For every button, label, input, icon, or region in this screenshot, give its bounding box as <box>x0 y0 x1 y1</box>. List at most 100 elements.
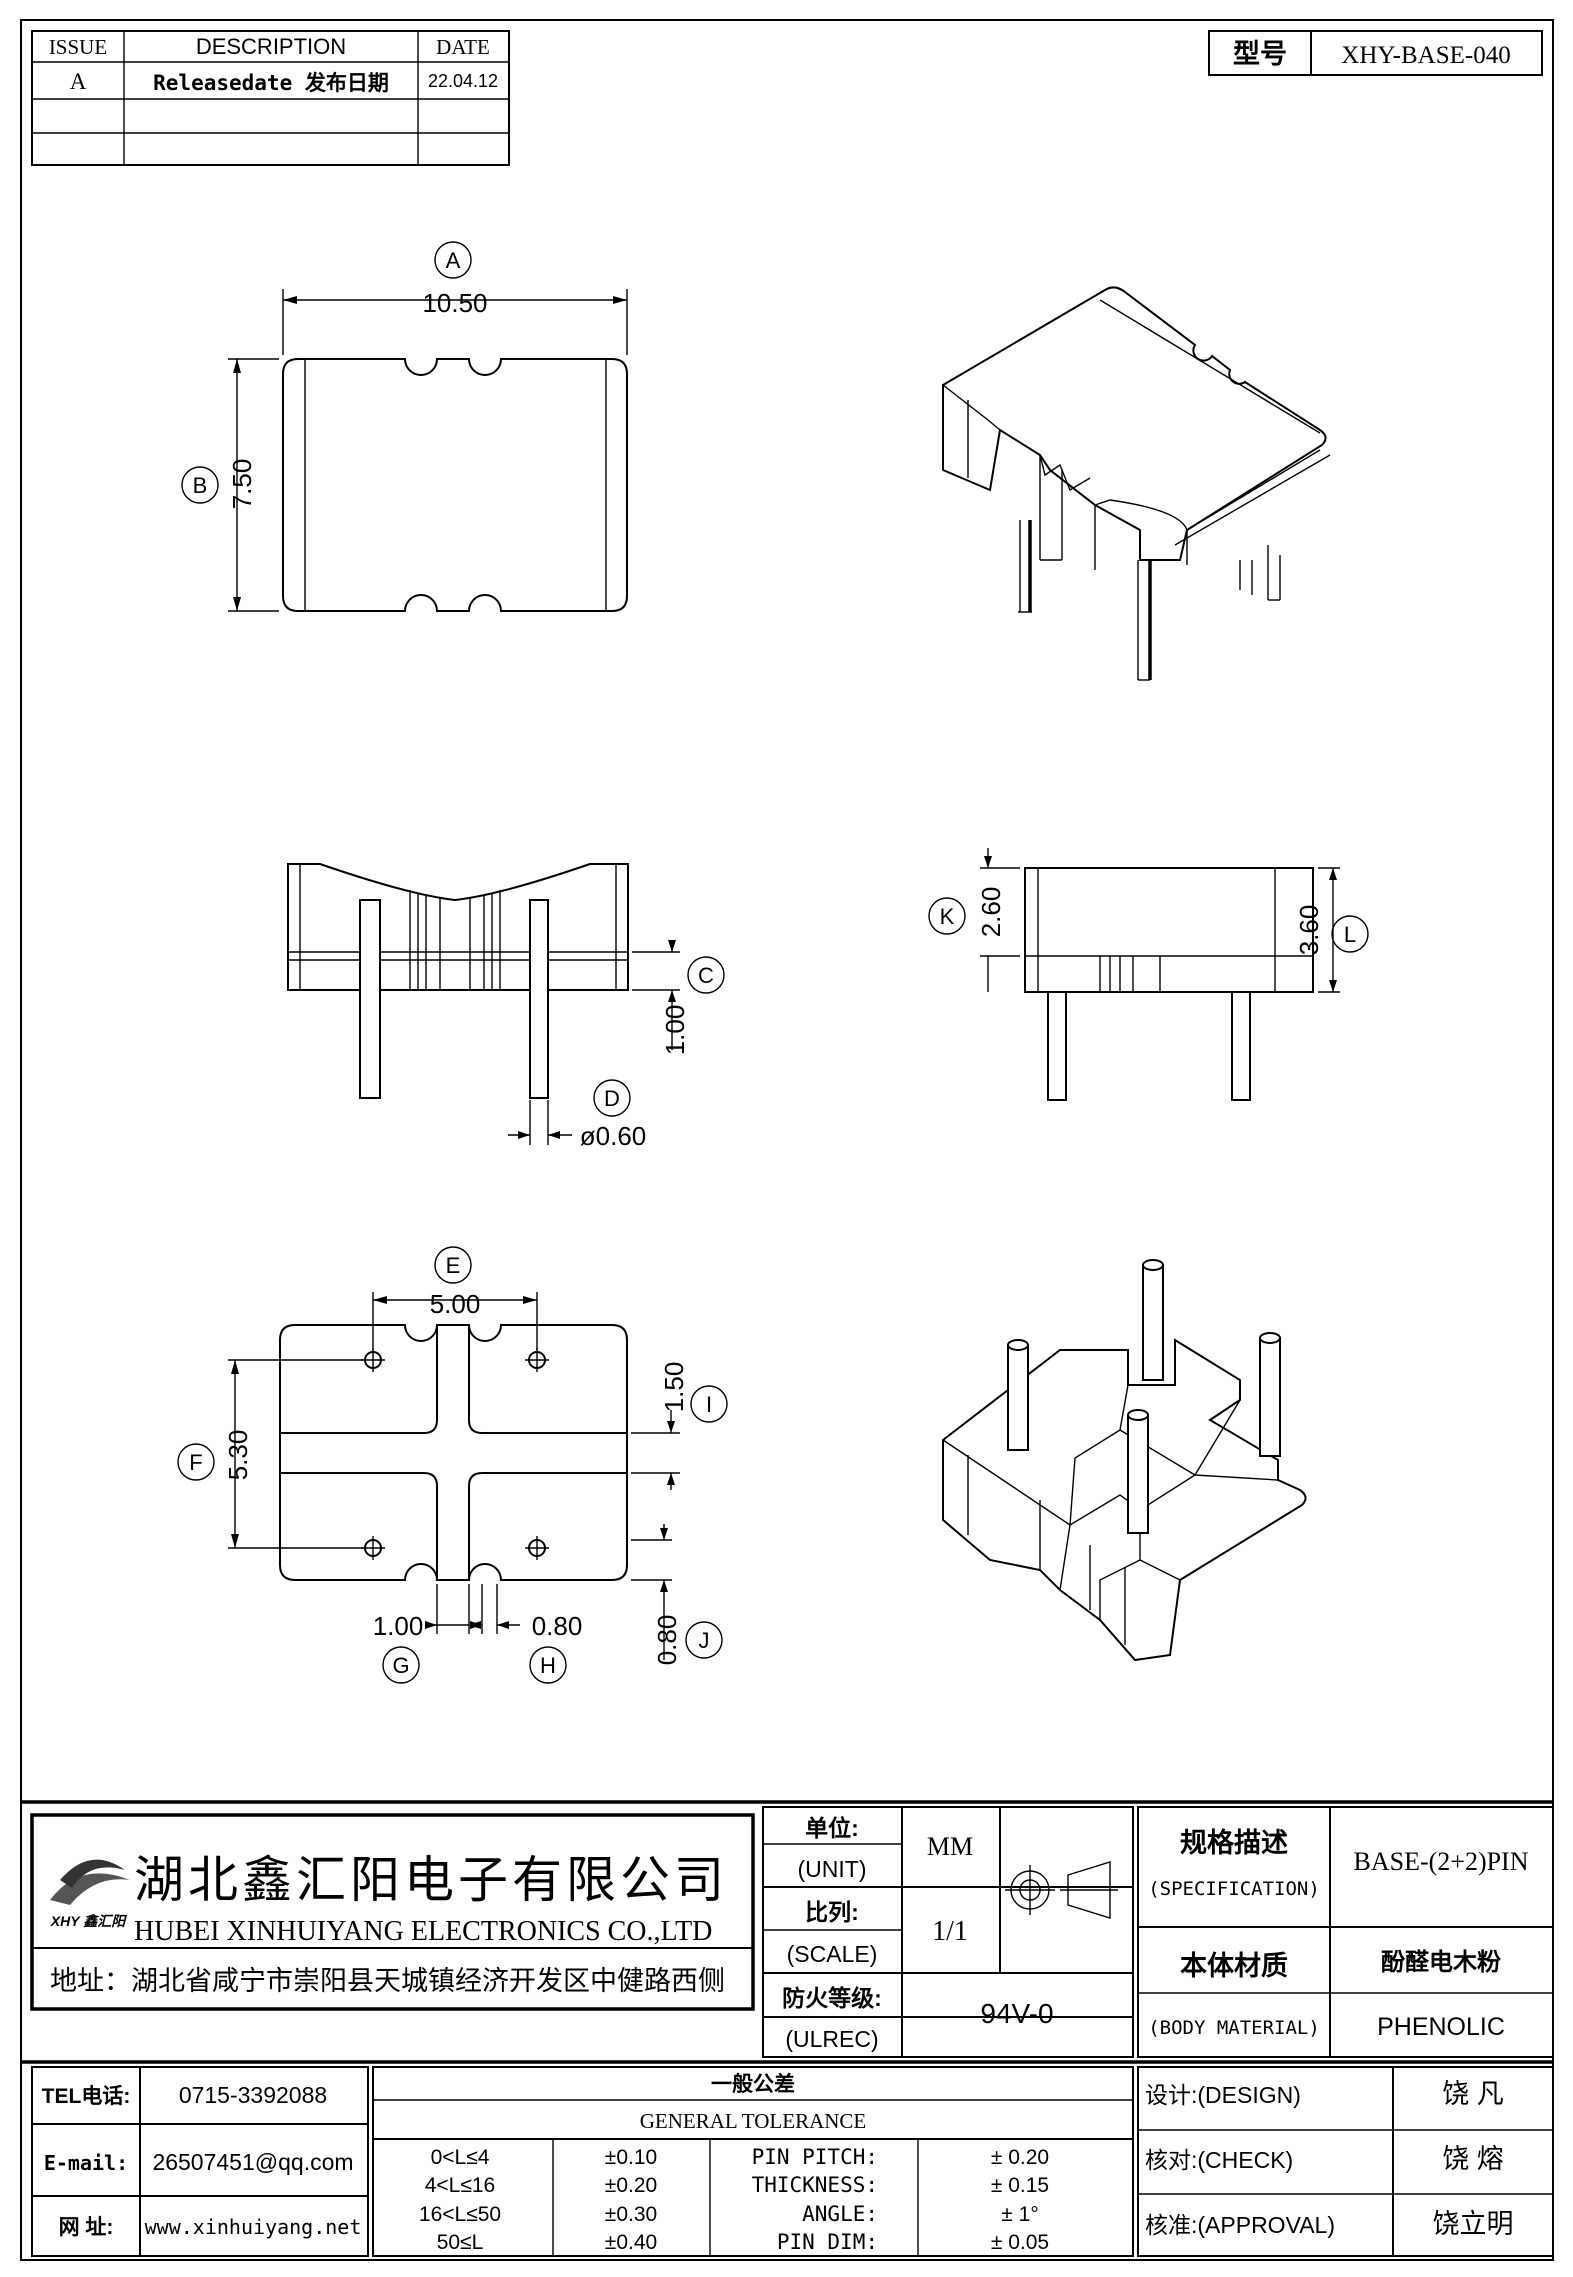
spec-label-cn: 规格描述 <box>1180 1828 1288 1858</box>
company-logo: XHY 鑫汇阳 <box>50 1859 130 1932</box>
material-label-cn: 本体材质 <box>1180 1951 1288 1981</box>
dim-b-value: 7.50 <box>227 459 257 510</box>
tolerance-title-en: GENERAL TOLERANCE <box>640 2109 867 2133</box>
check-label: 核对:(CHECK) <box>1145 2147 1293 2173</box>
tol-special-value: ± 1° <box>1001 2203 1038 2226</box>
tol-special-label: PIN DIM: <box>777 2230 878 2254</box>
projection-symbol-icon <box>1005 1861 1118 1919</box>
company-box: XHY 鑫汇阳 湖北鑫汇阳电子有限公司 HUBEI XINHUIYANG ELE… <box>30 1813 755 2011</box>
dim-c-value: 1.00 <box>660 1005 690 1056</box>
company-name-en: HUBEI XINHUIYANG ELECTRONICS CO.,LTD <box>134 1916 712 1947</box>
unit-label-en: (UNIT) <box>798 1856 867 1882</box>
fire-value: 94V-0 <box>980 1998 1053 2029</box>
model-value: XHY-BASE-040 <box>1341 42 1510 69</box>
tol-value: ±0.10 <box>605 2146 657 2169</box>
rev-row-issue: A <box>70 69 87 94</box>
approval-label: 核准:(APPROVAL) <box>1145 2212 1335 2238</box>
dim-j-value: 0.80 <box>652 1615 682 1666</box>
tol-value: ±0.40 <box>605 2231 657 2254</box>
check-name: 饶 熔 <box>1442 2144 1504 2174</box>
tel-value: 0715-3392088 <box>179 2082 327 2108</box>
revision-table: ISSUE DESCRIPTION DATE A Releasedate 发布日… <box>31 30 510 166</box>
tol-value: ±0.30 <box>605 2203 657 2226</box>
material-label-en: (BODY MATERIAL) <box>1148 2017 1320 2039</box>
tol-special-value: ± 0.05 <box>991 2231 1049 2254</box>
dim-f-value: 5.30 <box>223 1430 253 1481</box>
approval-name: 饶立明 <box>1433 2209 1514 2239</box>
tolerance-title-cn: 一般公差 <box>711 2072 795 2096</box>
dim-k-value: 2.60 <box>976 887 1006 938</box>
dim-g-tag: G <box>392 1653 409 1678</box>
iso-view-bottom <box>942 1259 1307 1662</box>
tol-range: 50≤L <box>437 2231 484 2254</box>
dim-g-value: 1.00 <box>373 1611 424 1641</box>
design-name: 饶 凡 <box>1442 2079 1504 2109</box>
design-label: 设计:(DESIGN) <box>1145 2082 1301 2108</box>
company-address: 地址：湖北省咸宁市崇阳县天城镇经济开发区中健路西侧 <box>50 1966 725 1996</box>
dim-l-value: 3.60 <box>1294 905 1324 956</box>
dim-b-tag: B <box>193 473 208 498</box>
model-box: 型号 XHY-BASE-040 <box>1208 30 1543 76</box>
sheet-border <box>20 19 1554 2261</box>
fire-label-cn: 防火等级: <box>782 1985 882 2011</box>
dim-i-value: 1.50 <box>659 1362 689 1413</box>
dim-e-tag: E <box>446 1253 461 1278</box>
tol-range: 4<L≤16 <box>425 2174 496 2197</box>
model-label: 型号 <box>1233 39 1287 69</box>
tol-special-label: PIN PITCH: <box>752 2145 878 2169</box>
rev-header-description: DESCRIPTION <box>196 34 346 59</box>
contact-block: TEL电话: 0715-3392088 E-mail: 26507451@qq.… <box>31 2066 369 2257</box>
spec-label-en: (SPECIFICATION) <box>1148 1878 1320 1900</box>
dim-f-tag: F <box>189 1450 202 1475</box>
rev-header-date: DATE <box>436 35 490 59</box>
tol-range: 0<L≤4 <box>431 2146 490 2169</box>
rev-row-date: 22.04.12 <box>428 71 498 91</box>
material-value-cn: 酚醛电木粉 <box>1381 1949 1501 1976</box>
dim-k-tag: K <box>940 904 955 929</box>
dim-a-tag: A <box>446 248 461 273</box>
unit-scale-block: 单位: (UNIT) MM 比列: (SCALE) 1/1 防火等级: <box>762 1806 1134 2018</box>
email-value: 26507451@qq.com <box>152 2149 353 2175</box>
spec-material-block: 规格描述 (SPECIFICATION) BASE-(2+2)PIN 本体材质 … <box>1137 1806 1554 2058</box>
dim-h-value: 0.80 <box>532 1611 583 1641</box>
tol-special-label: THICKNESS: <box>752 2173 878 2197</box>
unit-label-cn: 单位: <box>805 1815 859 1841</box>
email-label: E-mail: <box>44 2151 128 2175</box>
logo-text: XHY 鑫汇阳 <box>50 1913 127 1929</box>
material-value-en: PHENOLIC <box>1377 2013 1505 2041</box>
front-view: 1.00 C ø0.60 D <box>287 863 725 1151</box>
side-view: 2.60 K 3.60 L <box>928 848 1369 1101</box>
tolerance-block: 一般公差 GENERAL TOLERANCE 0<L≤4 4<L≤16 16<L… <box>372 2066 1134 2257</box>
dim-d-tag: D <box>604 1086 620 1111</box>
dim-i-tag: I <box>706 1392 712 1417</box>
web-value: www.xinhuiyang.net <box>145 2215 362 2239</box>
web-label: 网 址: <box>59 2216 114 2239</box>
scale-label-en: (SCALE) <box>787 1941 878 1967</box>
rev-header-issue: ISSUE <box>49 35 107 59</box>
tol-special-value: ± 0.15 <box>991 2174 1049 2197</box>
bottom-view: 5.00 E 5.30 F 1.50 I 0.80 J <box>177 1246 728 1684</box>
iso-view-top <box>942 286 1331 681</box>
tol-special-value: ± 0.20 <box>991 2146 1049 2169</box>
signoff-block: 设计:(DESIGN) 饶 凡 核对:(CHECK) 饶 熔 核准:(APPRO… <box>1137 2066 1554 2257</box>
top-view: 10.50 A 7.50 B <box>181 241 628 612</box>
dim-l-tag: L <box>1344 922 1356 947</box>
dim-d-value: ø0.60 <box>580 1121 647 1151</box>
tol-special-label: ANGLE: <box>802 2202 878 2226</box>
unit-value: MM <box>927 1832 973 1861</box>
tol-range: 16<L≤50 <box>419 2203 501 2226</box>
dim-a-value: 10.50 <box>422 288 487 318</box>
tol-value: ±0.20 <box>605 2174 657 2197</box>
dim-j-tag: J <box>699 1628 710 1653</box>
tel-label: TEL电话: <box>42 2085 131 2108</box>
scale-label-cn: 比列: <box>805 1899 859 1925</box>
spec-value: BASE-(2+2)PIN <box>1354 1847 1529 1876</box>
scale-value: 1/1 <box>932 1916 968 1947</box>
rev-row-description: Releasedate 发布日期 <box>153 71 389 95</box>
company-name-cn: 湖北鑫汇阳电子有限公司 <box>134 1852 728 1908</box>
dim-h-tag: H <box>540 1653 556 1678</box>
fire-label-en: (ULREC) <box>785 2026 878 2052</box>
dim-e-value: 5.00 <box>430 1289 481 1319</box>
dim-c-tag: C <box>698 963 714 988</box>
